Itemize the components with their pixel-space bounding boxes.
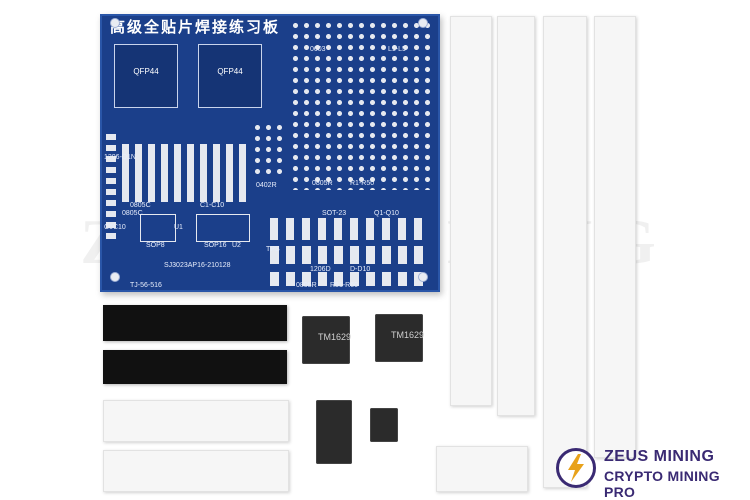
logo-line1: ZEUS MINING (604, 448, 715, 465)
0402r-pad-grid (252, 122, 286, 180)
qfp-footprint-left: QFP44 (114, 44, 178, 108)
label-tr: 1206-D1N (104, 154, 136, 161)
label-c1-c10: C1-C10 (200, 202, 225, 209)
label-r1-r50: R1-R50 (350, 180, 375, 187)
resistor-reel-1 (450, 16, 492, 406)
qfp-right-label: QFP44 (217, 67, 243, 76)
label-u2: U2 (232, 242, 241, 249)
sop16-footprint (196, 214, 250, 242)
label-c0805: 0805C (122, 210, 143, 217)
mount-hole-bl (110, 272, 120, 282)
qfp-left-label: QFP44 (133, 67, 159, 76)
pcb-title: 高级全贴片焊接练习板 (109, 18, 280, 36)
label-0805r-b: 0805R (296, 282, 317, 289)
qfp-footprint-right: QFP44 (198, 44, 262, 108)
sot23-pads (270, 218, 430, 240)
label-tj: TJ-56-516 (130, 282, 162, 289)
label-tps: TPS (266, 246, 280, 253)
component-tape-black-2 (103, 350, 287, 384)
label-1206d: 1206D (310, 266, 331, 273)
sop8-chip (370, 408, 398, 442)
0805r-bottom-pads (270, 272, 430, 286)
edge-pads (106, 134, 116, 244)
label-0805c: 0805C (130, 202, 151, 209)
label-q1-q10: Q1-Q10 (374, 210, 399, 217)
mount-hole-br (418, 272, 428, 282)
label-0402r: 0402R (256, 182, 277, 189)
label-d1-d10: D-D10 (350, 266, 371, 273)
label-sot23: SOT-23 (322, 210, 347, 217)
label-0805r: 0805R (312, 180, 333, 187)
qfp-chip-2-text: TM1629 (391, 330, 425, 340)
label-r51-r60: R51-R60 (330, 282, 359, 289)
label-sop16: SOP16 (204, 242, 227, 249)
component-tape-white-2 (103, 450, 289, 492)
qfp-chip-1-text: TM1629 (318, 332, 352, 342)
label-serial: SJ3023AP16-210128 (164, 262, 231, 269)
logo-line2: CRYPTO MINING PRO (604, 468, 720, 500)
qfp-chip-2: TM1629 (375, 314, 425, 362)
label-u1: U1 (174, 224, 183, 231)
component-tape-black-1 (103, 305, 287, 341)
mount-hole-tl (110, 18, 120, 28)
pcb-board: 高级全贴片焊接练习板 QFP44 QFP44 0603 L1-L5 0805R … (100, 14, 440, 292)
label-sop8: SOP8 (146, 242, 165, 249)
resistor-reel-4 (594, 16, 636, 458)
0805c-pads (122, 144, 248, 202)
1206d-pads (270, 246, 430, 264)
qfp-chip-1: TM1629 (302, 316, 352, 364)
mount-hole-tr (418, 18, 428, 28)
resistor-reel-3 (543, 16, 587, 488)
label-0603: 0603 (310, 46, 326, 53)
resistor-pad-grid (290, 20, 430, 190)
resistor-reel-2 (497, 16, 535, 416)
sop8-footprint (140, 214, 176, 242)
sop16-chip (316, 400, 352, 464)
component-tape-white-1 (103, 400, 289, 442)
lightning-bolt-icon (556, 448, 596, 488)
label-l1-l5: L1-L5 (388, 46, 406, 53)
component-tape-white-small (436, 446, 528, 492)
label-c6c10: C6C10 (104, 224, 126, 231)
